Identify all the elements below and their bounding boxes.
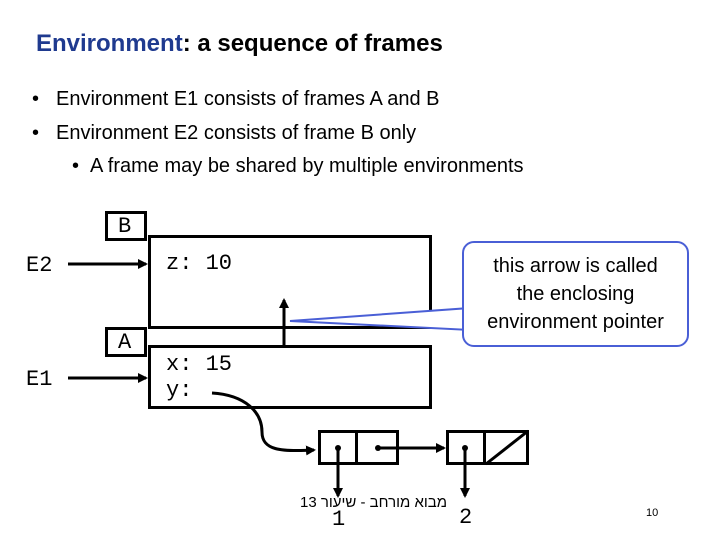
frame-b-label-box [105,211,147,241]
callout-line: environment pointer [487,311,664,333]
y-binding-arrow [211,391,316,456]
cell-dot [375,445,381,451]
frame-b-binding: z: 10 [166,251,233,276]
callout-line: the enclosing [516,283,635,305]
value-1: 1 [332,507,346,532]
cons-cell-2-cdr [483,430,529,465]
frame-a-box [148,345,432,409]
value-2: 2 [459,505,473,530]
cell-dot [462,445,468,451]
nil-slash [485,429,529,466]
cell-dot [335,445,341,451]
frame-b-label: B [118,214,132,239]
env-e2-label: E2 [26,253,53,278]
slide-title: Environment: a sequence of frames [36,30,443,58]
callout-line: this arrow is called [493,255,658,277]
sub-bullet-item: • A frame may be shared by multiple envir… [72,155,524,178]
slide-title-highlight: Environment [36,30,183,57]
page-number: 10 [646,507,659,519]
bullet-item: • Environment E2 consists of frame B only [32,122,416,145]
bullet-marker: • [32,88,40,110]
callout-box: this arrow is called the enclosing envir… [462,241,689,347]
frame-a-binding-y: y: [166,378,193,403]
frame-a-binding-x: x: 15 [166,352,233,377]
slide-title-rest: : a sequence of frames [182,30,443,57]
bullet-marker: • [72,155,80,177]
bullet-item: • Environment E1 consists of frames A and… [32,88,440,111]
frame-a-label-box [105,327,147,357]
bullet-text: Environment E1 consists of frames A and … [56,88,440,110]
footer-text: מבוא מורחב - שיעור 13 [300,494,448,511]
bullet-marker: • [32,122,40,144]
bullet-text: Environment E2 consists of frame B only [56,122,417,144]
callout-pointer [289,306,471,332]
env-e1-label: E1 [26,367,53,392]
frame-a-label: A [118,330,132,355]
bullet-text: A frame may be shared by multiple enviro… [90,155,524,177]
